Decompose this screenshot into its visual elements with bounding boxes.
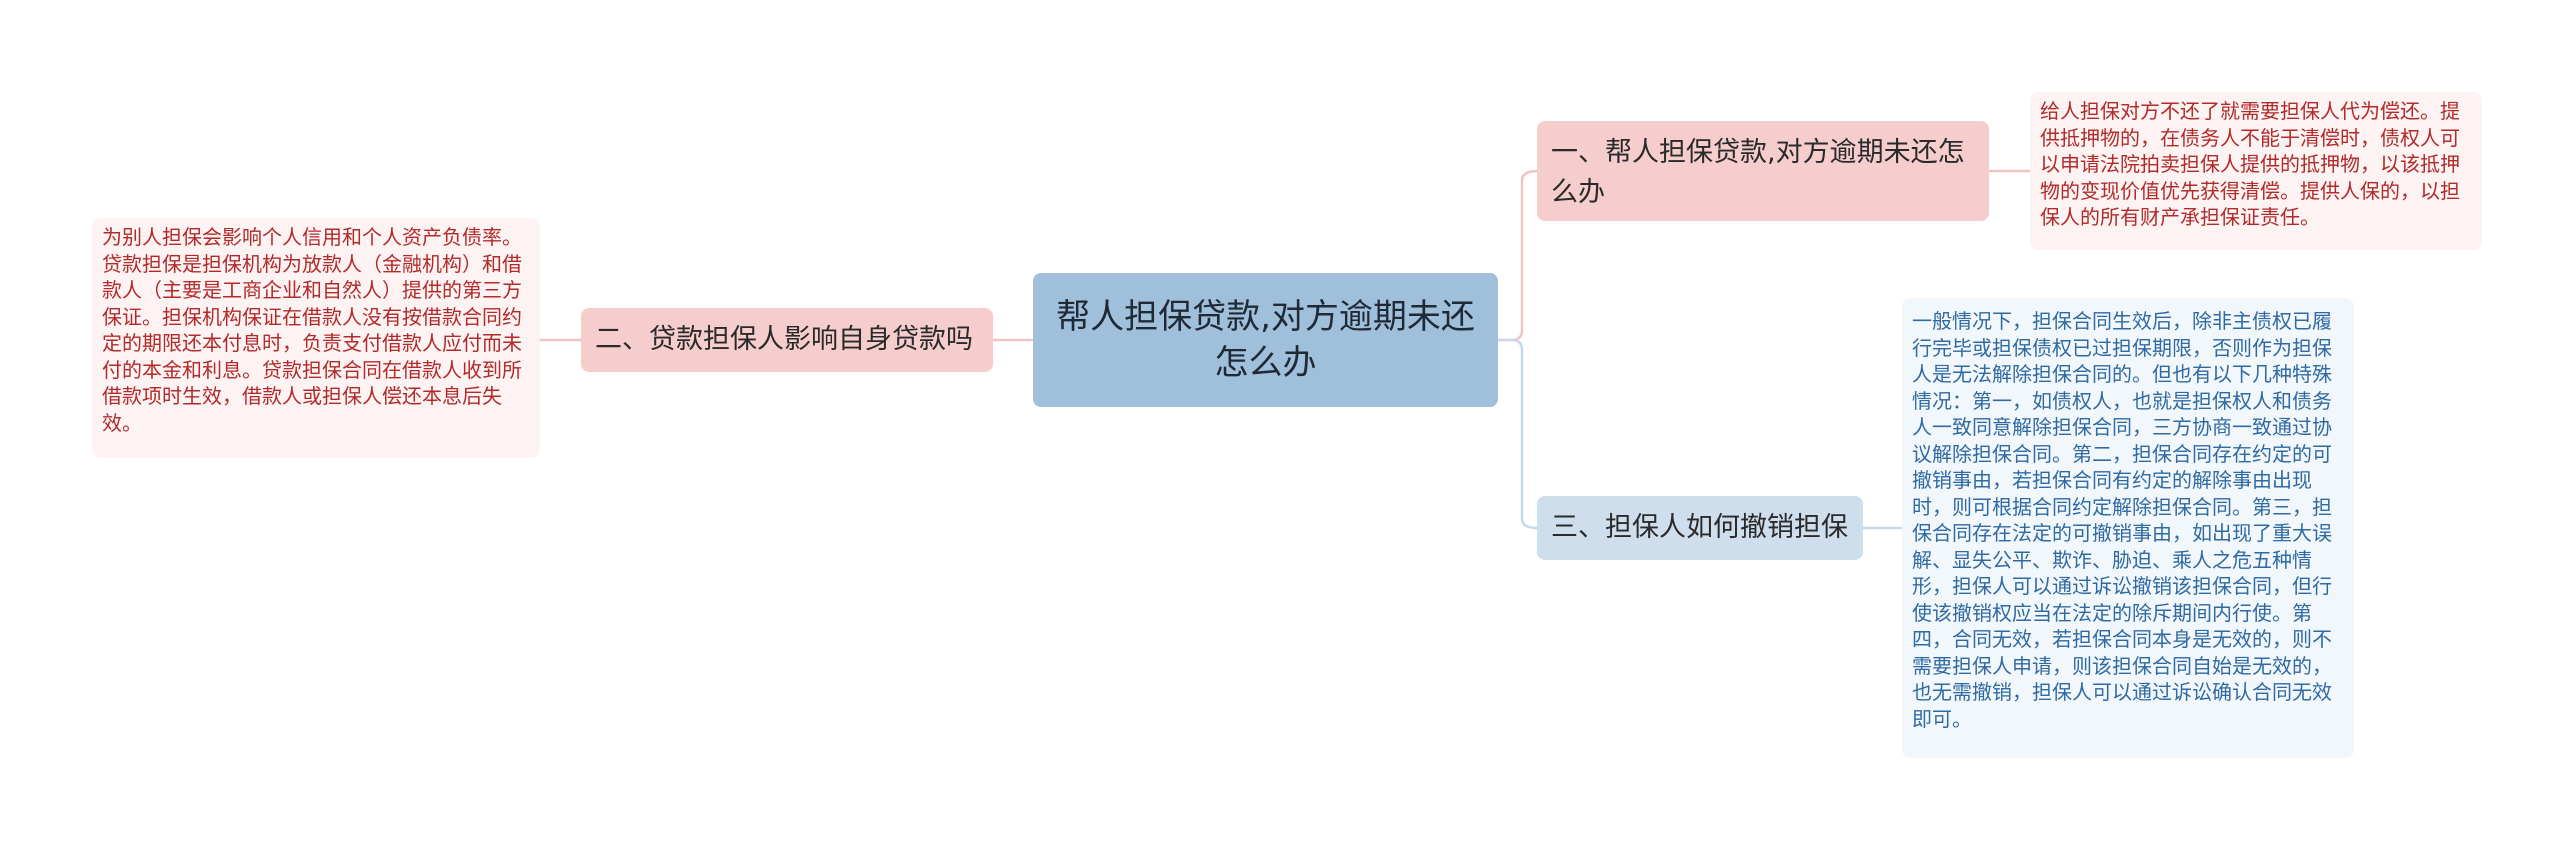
leaf-note-1-text: 给人担保对方不还了就需要担保人代为偿还。提供抵押物的，在债务人不能于清偿时，债权…	[2040, 99, 2460, 229]
leaf-note-2-text: 为别人担保会影响个人信用和个人资产负债率。贷款担保是担保机构为放款人（金融机构）…	[102, 225, 522, 435]
link-center-to-branch-3	[1498, 338, 1538, 530]
link-center-to-branch-1	[1498, 169, 1538, 342]
central-topic[interactable]: 帮人担保贷款,对方逾期未还怎么办	[1033, 273, 1498, 407]
branch-topic-1-label: 一、帮人担保贷款,对方逾期未还怎么办	[1551, 137, 1965, 208]
branch-topic-3-label: 三、担保人如何撤销担保	[1551, 512, 1848, 543]
leaf-note-2[interactable]: 为别人担保会影响个人信用和个人资产负债率。贷款担保是担保机构为放款人（金融机构）…	[92, 218, 540, 458]
leaf-note-3-text: 一般情况下，担保合同生效后，除非主债权已履行完毕或担保债权已过担保期限，否则作为…	[1912, 309, 2332, 731]
leaf-note-3[interactable]: 一般情况下，担保合同生效后，除非主债权已履行完毕或担保债权已过担保期限，否则作为…	[1902, 298, 2354, 758]
branch-topic-2-label: 二、贷款担保人影响自身贷款吗	[595, 324, 973, 355]
leaf-note-1[interactable]: 给人担保对方不还了就需要担保人代为偿还。提供抵押物的，在债务人不能于清偿时，债权…	[2030, 92, 2482, 250]
central-topic-label: 帮人担保贷款,对方逾期未还怎么办	[1056, 297, 1475, 383]
branch-topic-1[interactable]: 一、帮人担保贷款,对方逾期未还怎么办	[1537, 121, 1989, 221]
branch-topic-2[interactable]: 二、贷款担保人影响自身贷款吗	[581, 308, 993, 372]
branch-topic-3[interactable]: 三、担保人如何撤销担保	[1537, 496, 1863, 560]
